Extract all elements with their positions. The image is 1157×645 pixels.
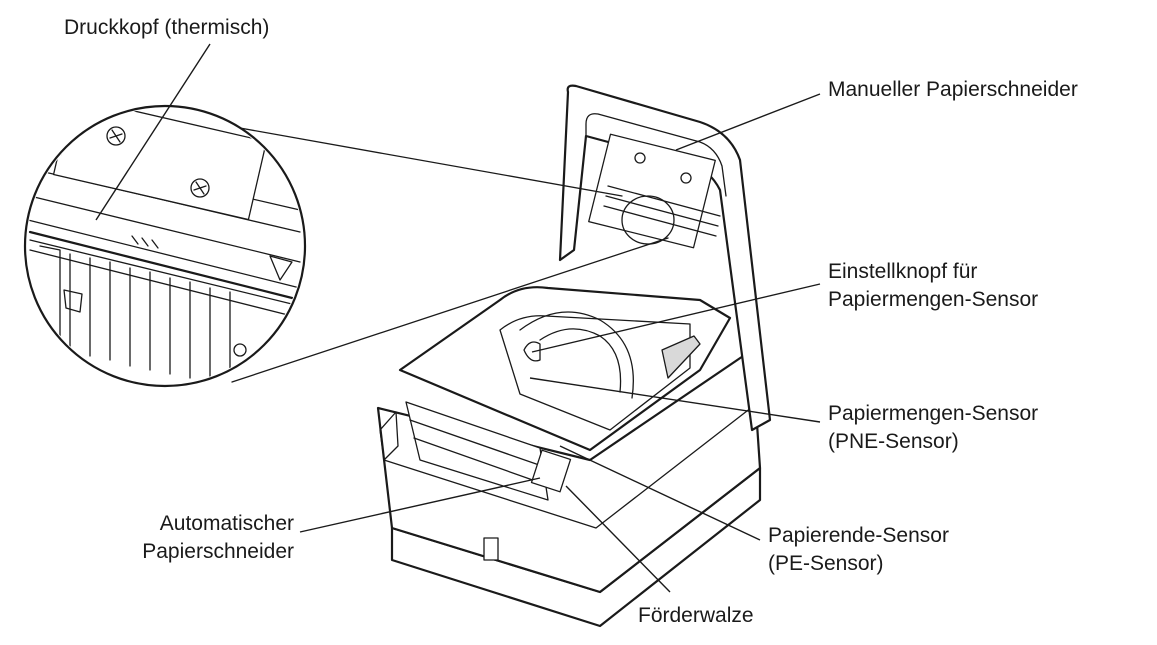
label-pne-sensor-1: Papiermengen-Sensor: [828, 402, 1038, 425]
label-adjust-knob-2: Papiermengen-Sensor: [828, 288, 1038, 311]
label-pe-sensor-2: (PE-Sensor): [768, 552, 884, 575]
label-feed-roller: Förderwalze: [638, 604, 754, 627]
front-panel: [379, 411, 399, 461]
label-adjust-knob-1: Einstellknopf für: [828, 260, 977, 283]
leader-feed-roller: [565, 485, 671, 593]
magnifier-content: [27, 108, 302, 383]
paper-compartment: [398, 286, 732, 452]
print-head-line: [28, 230, 302, 302]
label-print-head: Druckkopf (thermisch): [64, 16, 269, 39]
head-screw-1: [634, 152, 646, 164]
leader-manual-cutter: [675, 93, 821, 151]
auto-cutter-housing: [405, 401, 549, 501]
print-head-block: [588, 133, 716, 249]
head-screw-2: [680, 172, 692, 184]
leader-pe-sensor: [559, 445, 761, 541]
detail-connector-bottom: [231, 237, 669, 383]
label-manual-cutter: Manueller Papierschneider: [828, 78, 1078, 101]
magnified-detail: [23, 104, 669, 388]
printer-illustration: [376, 84, 772, 628]
leader-print-head: [95, 43, 211, 221]
labels: Druckkopf (thermisch) Manueller Papiersc…: [64, 16, 1078, 627]
compartment-inner: [499, 315, 691, 431]
label-pe-sensor-1: Papierende-Sensor: [768, 524, 949, 547]
label-auto-cutter-1: Automatischer: [160, 512, 294, 535]
feed-roller-shape: [530, 449, 572, 493]
paper-roll-holder: [519, 311, 634, 399]
power-switch: [483, 537, 499, 561]
label-auto-cutter-2: Papierschneider: [142, 540, 294, 563]
leader-pne-sensor: [529, 377, 821, 423]
leader-auto-cutter: [299, 477, 541, 533]
lid-inner-edge: [585, 113, 727, 197]
leader-lines: [95, 43, 821, 593]
label-pne-sensor-2: (PNE-Sensor): [828, 430, 959, 453]
leader-adjust-knob: [531, 283, 821, 353]
adjust-knob: [523, 341, 541, 362]
printer-front-edge: [383, 403, 757, 529]
